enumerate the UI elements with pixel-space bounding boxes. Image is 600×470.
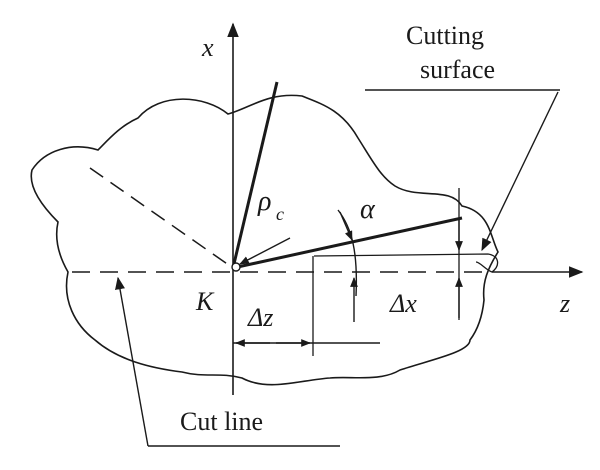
x-axis-label: x xyxy=(201,33,214,62)
rho-pointer-arrow xyxy=(239,237,291,265)
alpha-label: α xyxy=(360,194,376,225)
tool-edge-upper xyxy=(231,81,279,269)
workpiece-outline xyxy=(30,94,499,386)
tool-edge-lower xyxy=(232,216,463,270)
alpha-arrow-top xyxy=(339,211,353,241)
origin-label: K xyxy=(195,287,215,316)
dashed-extension-line xyxy=(89,167,234,269)
cutting-surface-curve xyxy=(313,253,499,273)
cutting-surface-label-line2: surface xyxy=(420,55,495,84)
delta-x-label: Δx xyxy=(389,289,417,318)
rho-subscript-label: c xyxy=(276,204,284,224)
origin-point xyxy=(231,262,241,272)
z-axis-label: z xyxy=(559,289,570,318)
rho-label: ρ xyxy=(257,186,271,217)
delta-z-label: Δz xyxy=(247,303,273,332)
rho-symbol: ρ xyxy=(257,186,271,217)
cutting-surface-label-line1: Cutting xyxy=(406,21,484,50)
cut-line-label: Cut line xyxy=(180,407,263,436)
cutting-surface-leader-arrow xyxy=(481,91,559,252)
cut-line-leader-arrow xyxy=(115,276,149,447)
